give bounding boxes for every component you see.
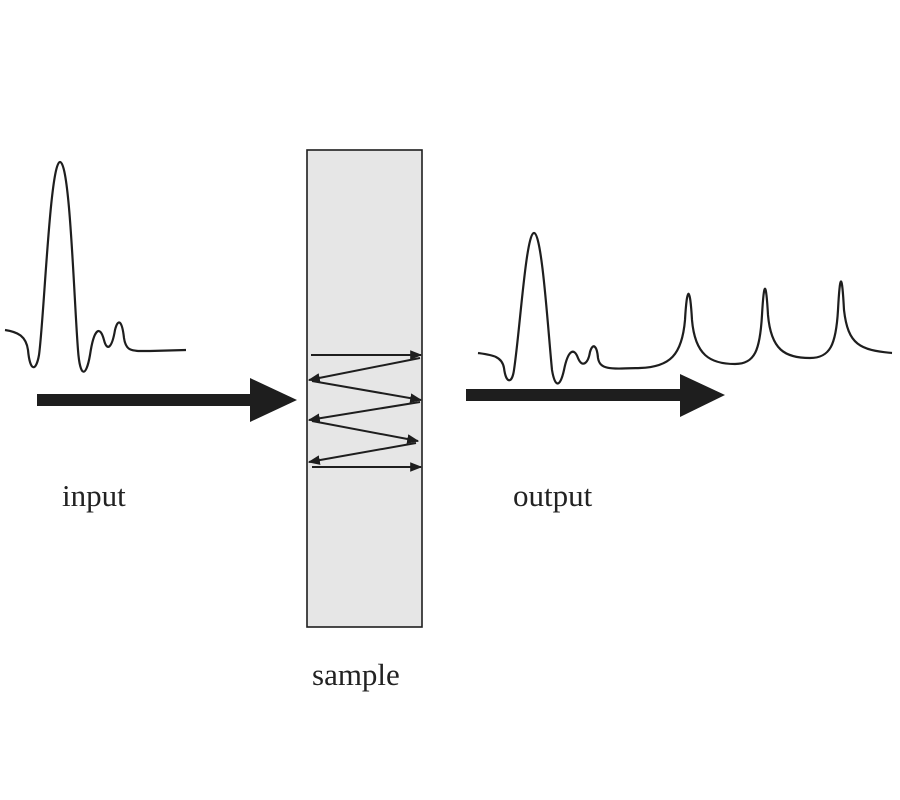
- input-label: input: [62, 478, 126, 513]
- reflection-arrow: [311, 420, 420, 444]
- output-waveform: [477, 231, 893, 385]
- reflection-arrow: [307, 357, 421, 383]
- output-arrow: [466, 374, 725, 417]
- reflection-arrow: [307, 442, 417, 465]
- sample-slab: [306, 149, 423, 628]
- input-arrow: [37, 378, 297, 422]
- sample-label: sample: [312, 657, 400, 692]
- input-waveform: [4, 160, 187, 373]
- reflection-arrow: [307, 401, 421, 424]
- output-label: output: [513, 478, 593, 513]
- reflection-arrow: [311, 380, 423, 403]
- internal-reflection-arrows: [307, 350, 423, 472]
